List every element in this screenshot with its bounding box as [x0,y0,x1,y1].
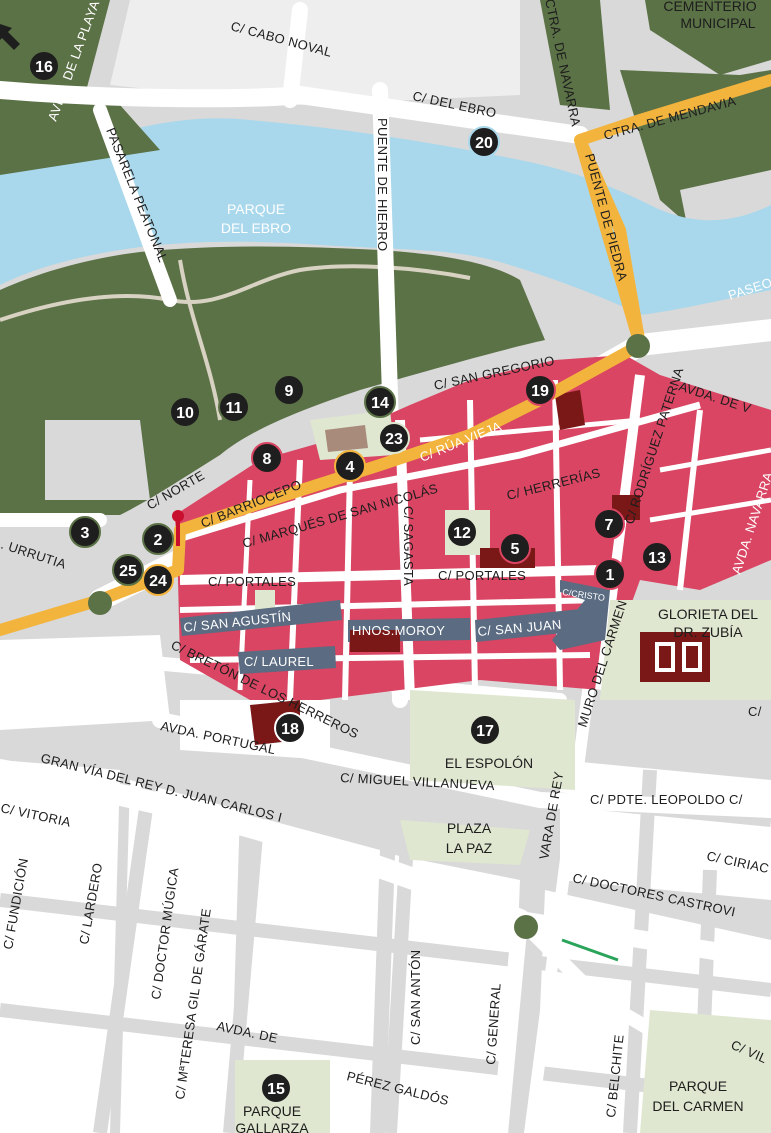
svg-text:9: 9 [285,383,294,400]
marker-14[interactable]: 14 [364,386,396,418]
marker-15[interactable]: 15 [260,1072,292,1104]
street-puente-hierro: PUENTE DE HIERRO [375,118,390,251]
pin-icon [172,510,184,546]
area-labels: PARQUE DEL EBRO CEMENTERIO MUNICIPAL GLO… [221,0,758,1133]
roundabout-west [88,591,112,615]
parque-gallarza-label-1: PARQUE [243,1103,301,1119]
street-hnos-moroy: HNOS.MOROY [352,623,445,638]
marker-13[interactable]: 13 [641,541,673,573]
marker-11[interactable]: 11 [218,391,250,423]
marker-8[interactable]: 8 [251,442,283,474]
svg-text:17: 17 [476,723,494,740]
marker-3[interactable]: 3 [69,516,101,548]
marker-10[interactable]: 10 [169,396,201,428]
cementerio-label-2: MUNICIPAL [680,15,755,31]
svg-text:15: 15 [267,1081,285,1098]
svg-text:3: 3 [81,525,90,542]
roundabout-north [626,334,650,358]
svg-text:7: 7 [605,517,614,534]
svg-text:16: 16 [35,59,53,76]
svg-text:25: 25 [119,563,137,580]
parque-ebro-label-2: DEL EBRO [221,220,291,236]
marker-2[interactable]: 2 [142,523,174,555]
marker-23[interactable]: 23 [378,422,410,454]
marker-19[interactable]: 19 [524,374,556,406]
svg-text:1: 1 [606,567,615,584]
cementerio-label-1: CEMENTERIO [663,0,756,14]
glorieta-label-2: DR. ZUBÍA [673,624,743,640]
plaza-paz-label-2: LA PAZ [446,840,493,856]
marker-7[interactable]: 7 [593,508,625,540]
svg-text:2: 2 [154,532,163,549]
marker-20[interactable]: 20 [468,126,500,158]
svg-text:24: 24 [149,573,167,590]
highlight-streets [180,580,610,674]
marker-17[interactable]: 17 [469,714,501,746]
svg-text:12: 12 [453,525,471,542]
street-sagasta: C/ SAGASTA [401,506,416,586]
marker-9[interactable]: 9 [273,374,305,406]
svg-text:10: 10 [176,405,194,422]
svg-text:5: 5 [511,541,520,558]
parque-carmen-label-2: DEL CARMEN [652,1098,743,1114]
street-portales-2: C/ PORTALES [438,568,526,583]
arrow-northwest-icon [0,24,20,50]
svg-text:11: 11 [226,400,243,417]
street-c-edge: C/ [748,704,762,719]
street-laurel: C/ LAUREL [244,654,314,669]
svg-text:20: 20 [475,135,493,152]
svg-text:23: 23 [385,431,403,448]
marker-18[interactable]: 18 [274,712,306,744]
marker-12[interactable]: 12 [446,516,478,548]
parque-carmen-label-1: PARQUE [669,1078,727,1094]
svg-text:4: 4 [346,459,355,476]
svg-text:13: 13 [648,550,666,567]
marker-25[interactable]: 25 [112,554,144,586]
bike-lane [561,938,619,962]
parque-gallarza-label-2: GALLARZA [235,1120,309,1133]
glorieta-label-1: GLORIETA DEL [658,606,758,622]
marker-4[interactable]: 4 [334,450,366,482]
svg-text:8: 8 [263,451,272,468]
svg-text:14: 14 [371,395,389,412]
marker-16[interactable]: 16 [28,50,60,82]
roundabout-south [514,915,538,939]
marker-1[interactable]: 1 [594,558,626,590]
espolon-label: EL ESPOLÓN [445,755,533,771]
marker-5[interactable]: 5 [499,532,531,564]
svg-text:18: 18 [281,721,299,738]
church-roof [325,425,368,452]
markers: 16 20 9 10 11 14 19 23 8 4 3 2 12 5 7 13… [28,50,673,1104]
street-general: C/ GENERAL [483,983,504,1066]
street-san-anton: C/ SAN ANTÓN [408,950,423,1045]
street-pdte-leopoldo: C/ PDTE. LEOPOLDO C/ [590,792,743,807]
street-san-juan: C/ SAN JUAN [477,617,562,639]
plaza-paz-label-1: PLAZA [447,820,492,836]
marker-24[interactable]: 24 [142,564,174,596]
street-portales-1: C/ PORTALES [208,574,296,589]
svg-text:19: 19 [531,383,549,400]
puente-piedra-route [574,138,646,347]
parque-ebro-label-1: PARQUE [227,201,285,217]
